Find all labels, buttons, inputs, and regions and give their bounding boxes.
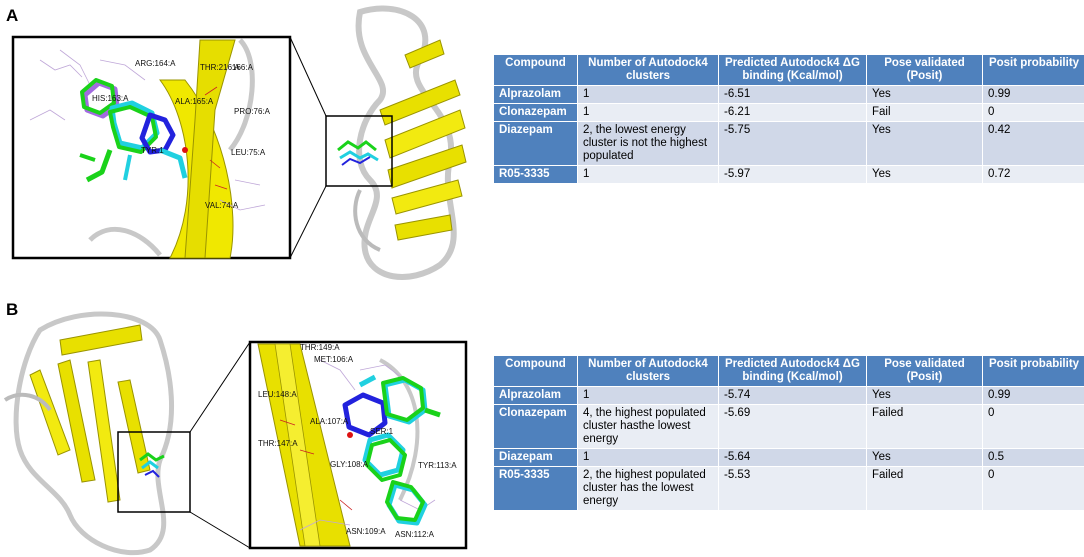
residue-label: VAL:74:A: [205, 201, 239, 210]
table-row: Clonazepam 1 -6.21 Fail 0: [493, 103, 1084, 122]
residue-label: MET:106:A: [314, 355, 354, 364]
compound-cell: Alprazolam: [493, 386, 578, 405]
table-row: R05-3335 2, the highest populated cluste…: [493, 466, 1084, 511]
table-row: Diazepam 1 -5.64 Yes 0.5: [493, 448, 1084, 467]
table-row: Diazepam 2, the lowest energy cluster is…: [493, 121, 1084, 166]
table-cell: 0.5: [982, 448, 1084, 467]
panel-b-protein-cartoon: [3, 311, 175, 556]
table-cell: -5.75: [718, 121, 867, 166]
residue-label: THR:216:A: [200, 63, 240, 72]
table-cell: Yes: [866, 121, 983, 166]
residue-label: 166:A: [232, 63, 254, 72]
table-cell: 4, the highest populated cluster hasthe …: [577, 404, 719, 449]
table-cell: 0: [982, 404, 1084, 449]
compound-cell: Alprazolam: [493, 85, 578, 104]
compound-cell: Diazepam: [493, 448, 578, 467]
residue-label: ASN:109:A: [346, 527, 386, 536]
panel-label-a: A: [6, 6, 19, 25]
panel-b-zoom-region: [117, 431, 191, 513]
compound-cell: Diazepam: [493, 121, 578, 166]
table-cell: Yes: [866, 165, 983, 184]
panel-a-small-ligand: [337, 140, 379, 166]
compound-cell: Clonazepam: [493, 103, 578, 122]
table-cell: 1: [577, 103, 719, 122]
panel-b-small-ligand: [139, 452, 165, 478]
table-cell: Failed: [866, 466, 983, 511]
table-cell: Yes: [866, 448, 983, 467]
table-cell: 2, the lowest energy cluster is not the …: [577, 121, 719, 166]
table-cell: 0: [982, 466, 1084, 511]
residue-label: LEU:148:A: [258, 390, 297, 399]
table-header-row: Compound Number of Autodock4 clusters Pr…: [493, 355, 1084, 387]
panel-a-docking-figure: ARG:164:A THR:216:A 166:A HIS:163:A ALA:…: [11, 5, 467, 280]
table-row: R05-3335 1 -5.97 Yes 0.72: [493, 165, 1084, 184]
residue-label: LEU:75:A: [231, 148, 266, 157]
table-cell: 1: [577, 85, 719, 104]
residue-label: TYR:1: [141, 146, 164, 155]
table-cell: 0.72: [982, 165, 1084, 184]
column-header: Posit probability: [982, 54, 1084, 86]
column-header: Compound: [493, 355, 578, 387]
table-cell: Yes: [866, 85, 983, 104]
table-cell: -5.69: [718, 404, 867, 449]
residue-label: TYR:113:A: [418, 461, 457, 470]
table-row: Clonazepam 4, the highest populated clus…: [493, 404, 1084, 449]
column-header: Number of Autodock4 clusters: [577, 355, 719, 387]
column-header: Number of Autodock4 clusters: [577, 54, 719, 86]
column-header: Predicted Autodock4 ΔG binding (Kcal/mol…: [718, 54, 867, 86]
compound-cell: R05-3335: [493, 165, 578, 184]
table-cell: -5.97: [718, 165, 867, 184]
table-cell: -6.21: [718, 103, 867, 122]
panel-label-b: B: [6, 300, 19, 319]
table-header-row: Compound Number of Autodock4 clusters Pr…: [493, 54, 1084, 86]
panel-b-connector-line: [189, 341, 251, 433]
residue-label: ASN:112:A: [395, 530, 435, 539]
panel-a-zoom-region: [325, 115, 393, 187]
column-header: Compound: [493, 54, 578, 86]
table-cell: 1: [577, 165, 719, 184]
panel-a-inset: ARG:164:A THR:216:A 166:A HIS:163:A ALA:…: [11, 35, 292, 260]
panel-a-connector-line: [289, 36, 327, 117]
panel-b-connector-line: [189, 511, 251, 549]
table-row: Alprazolam 1 -6.51 Yes 0.99: [493, 85, 1084, 104]
residue-label: HIS:163:A: [92, 94, 129, 103]
compound-cell: R05-3335: [493, 466, 578, 511]
panel-b-inset: THR:149:A MET:106:A LEU:148:A ALA:107:A …: [248, 340, 468, 550]
residue-label: SER:1: [370, 427, 394, 436]
table-cell: 1: [577, 448, 719, 467]
table-cell: 0.99: [982, 386, 1084, 405]
residue-label: PRO:76:A: [234, 107, 271, 116]
residue-label: ALA:107:A: [310, 417, 349, 426]
compound-cell: Clonazepam: [493, 404, 578, 449]
panel-a-connector-line: [289, 185, 327, 259]
table-row: Alprazolam 1 -5.74 Yes 0.99: [493, 386, 1084, 405]
table-cell: -5.64: [718, 448, 867, 467]
table-cell: Fail: [866, 103, 983, 122]
residue-label: THR:147:A: [258, 439, 298, 448]
residue-label: ARG:164:A: [135, 59, 176, 68]
table-cell: Yes: [866, 386, 983, 405]
table-cell: 2, the highest populated cluster has the…: [577, 466, 719, 511]
column-header: Pose validated (Posit): [866, 355, 983, 387]
table-cell: 0.99: [982, 85, 1084, 104]
panel-a-results-table: Compound Number of Autodock4 clusters Pr…: [493, 54, 1084, 184]
table-cell: -5.74: [718, 386, 867, 405]
column-header: Posit probability: [982, 355, 1084, 387]
panel-a-protein-cartoon: [353, 5, 467, 280]
panel-b-docking-figure: THR:149:A MET:106:A LEU:148:A ALA:107:A …: [3, 311, 468, 556]
table-cell: -5.53: [718, 466, 867, 511]
table-cell: 1: [577, 386, 719, 405]
table-cell: 0: [982, 103, 1084, 122]
table-cell: 0.42: [982, 121, 1084, 166]
table-cell: -6.51: [718, 85, 867, 104]
residue-label: GLY:108:A: [330, 460, 369, 469]
column-header: Predicted Autodock4 ΔG binding (Kcal/mol…: [718, 355, 867, 387]
panel-b-results-table: Compound Number of Autodock4 clusters Pr…: [493, 355, 1084, 511]
residue-label: ALA:165:A: [175, 97, 214, 106]
table-cell: Failed: [866, 404, 983, 449]
column-header: Pose validated (Posit): [866, 54, 983, 86]
residue-label: THR:149:A: [300, 343, 340, 352]
